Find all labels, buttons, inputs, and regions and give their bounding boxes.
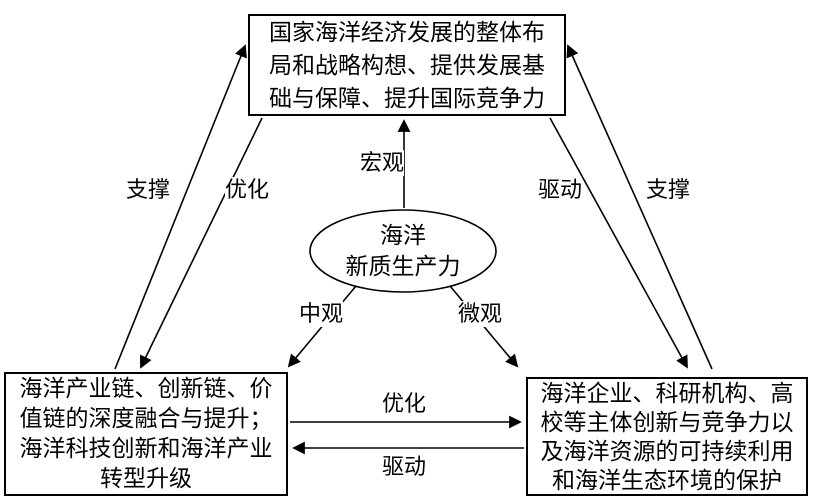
arrow-drive-right (549, 117, 688, 369)
top-box: 国家海洋经济发展的整体布 局和战略构想、提供发展基 础与保障、提升国际竞争力 (248, 14, 566, 116)
edge-label-micro: 微观 (458, 301, 503, 327)
edge-label-drive-between: 驱动 (382, 454, 427, 480)
edge-label-meso: 中观 (299, 301, 344, 327)
edge-label-optimize-left: 优化 (225, 177, 270, 203)
center-ellipse-label: 海洋 新质生产力 (345, 223, 461, 279)
edge-label-optimize-between: 优化 (382, 391, 427, 417)
edge-label-support-left: 支撑 (126, 177, 171, 203)
arrow-support-left (114, 44, 247, 370)
edge-label-support-right: 支撑 (646, 177, 691, 203)
bottom-right-box: 海洋企业、科研机构、高 校等主体创新与竞争力以 及海洋资源的可持续利用 和海洋生… (526, 377, 808, 496)
arrow-support-right (566, 44, 713, 370)
arrow-optimize-left (139, 117, 263, 369)
edge-label-drive-right: 驱动 (538, 177, 583, 203)
edge-label-macro: 宏观 (360, 150, 405, 176)
center-ellipse-shape (309, 209, 497, 293)
bottom-left-box: 海洋产业链、创新链、价 值链的深度融合与提升； 海洋科技创新和海洋产业 转型升级 (4, 372, 288, 496)
